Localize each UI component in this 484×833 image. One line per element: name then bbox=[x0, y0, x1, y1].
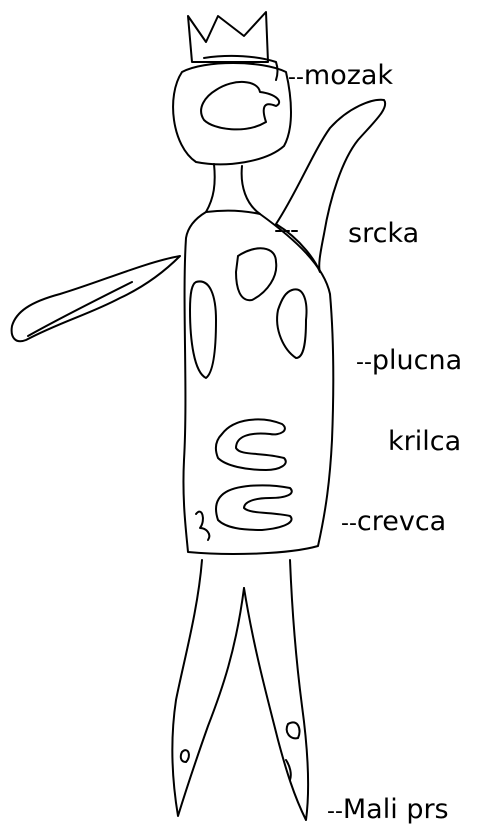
label-crevca: --crevca bbox=[341, 508, 446, 535]
label-plucna-text: plucna bbox=[372, 345, 462, 376]
label-plucna-dash: -- bbox=[356, 350, 372, 375]
leg-spot-left bbox=[181, 750, 189, 762]
head bbox=[173, 63, 291, 164]
intestine-scribble bbox=[196, 512, 209, 540]
left-wing-inner bbox=[28, 282, 132, 336]
label-mali-prs: --Mali prs bbox=[327, 796, 449, 823]
neck bbox=[206, 164, 260, 214]
label-krilca: krilca bbox=[388, 428, 461, 455]
label-srcka: srcka bbox=[300, 220, 419, 247]
lung-right bbox=[277, 289, 306, 358]
leg-left bbox=[172, 560, 244, 816]
label-crevca-text: crevca bbox=[357, 506, 446, 537]
label-krilca-text: krilca bbox=[388, 426, 461, 457]
heart-organ bbox=[236, 248, 276, 300]
lung-left bbox=[190, 281, 216, 378]
leg-spot-right bbox=[287, 722, 300, 738]
label-mozak-dash: -- bbox=[288, 65, 304, 90]
label-mozak: --mozak bbox=[288, 62, 393, 89]
crown-hair bbox=[204, 56, 278, 80]
label-mali-prs-text: Mali prs bbox=[343, 794, 449, 825]
label-mozak-text: mozak bbox=[304, 60, 393, 91]
label-plucna: --plucna bbox=[356, 347, 462, 374]
label-srcka-text: srcka bbox=[300, 218, 419, 249]
brain-organ bbox=[201, 82, 279, 129]
leg-right bbox=[244, 560, 308, 820]
intestine-upper bbox=[216, 419, 286, 470]
crown bbox=[188, 12, 268, 62]
label-mali-prs-dash: -- bbox=[327, 799, 343, 824]
torso bbox=[183, 211, 333, 554]
label-crevca-dash: -- bbox=[341, 511, 357, 536]
intestine-lower bbox=[216, 485, 292, 530]
left-wing bbox=[12, 256, 180, 341]
